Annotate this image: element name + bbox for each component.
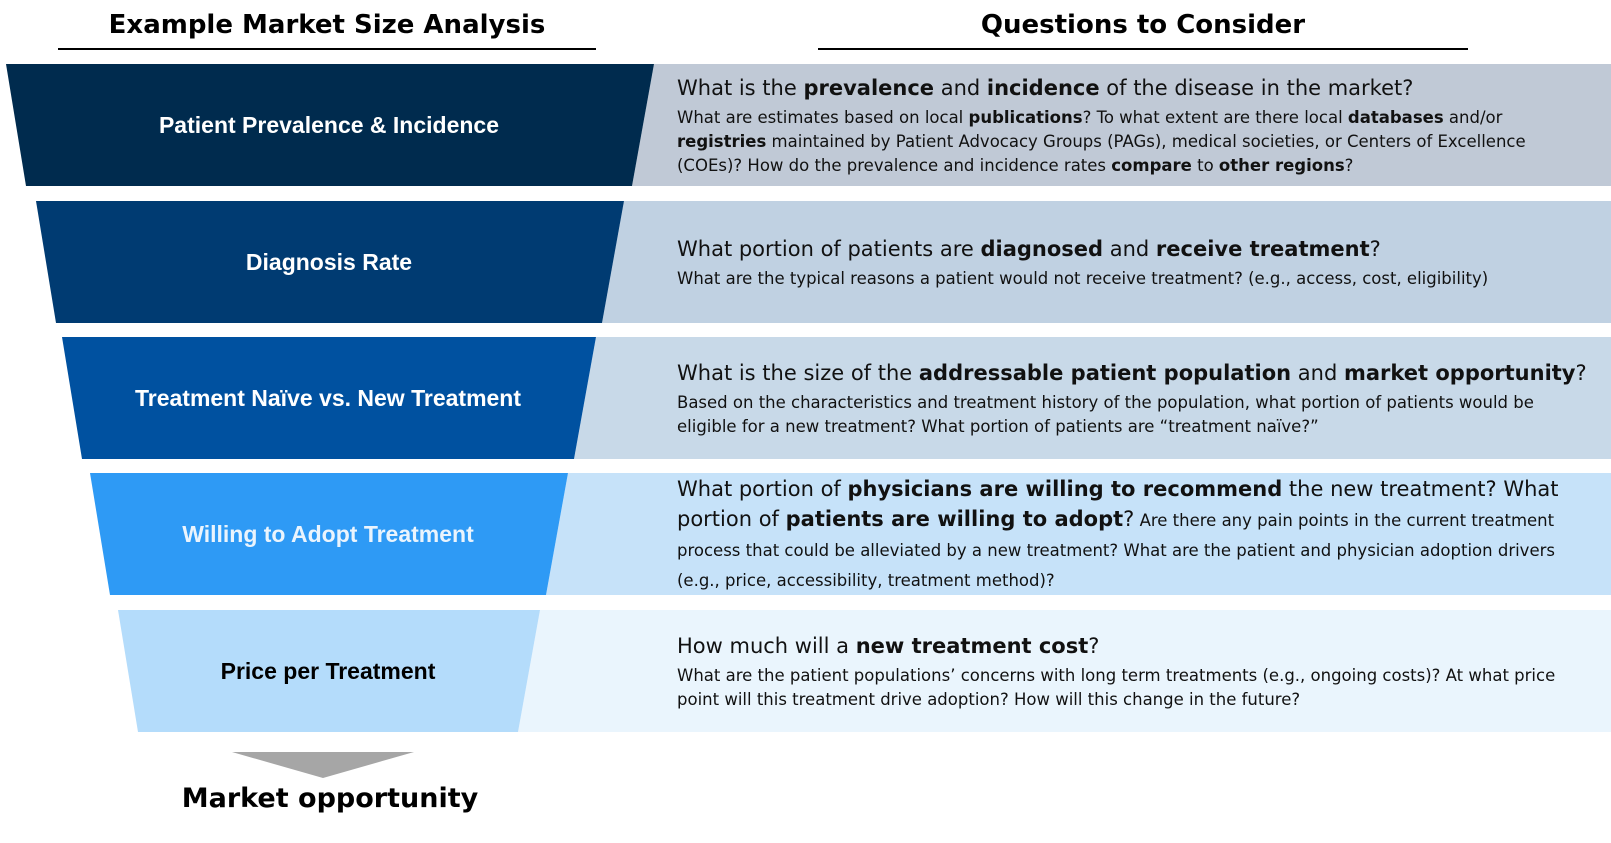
funnel-segment (36, 201, 624, 323)
question-panel (632, 64, 1611, 186)
stage-label: Price per Treatment (220, 657, 436, 684)
stage-questions: What portion of patients are diagnosed a… (677, 201, 1592, 323)
question-main: How much will a new treatment cost? (677, 633, 1100, 658)
stage-questions: What is the size of the addressable pati… (677, 337, 1592, 459)
question-main: What is the prevalence and incidence of … (677, 75, 1414, 100)
funnel-segment (118, 610, 540, 732)
question-panel (518, 610, 1611, 732)
funnel-segment (62, 337, 596, 459)
question-detail: What are estimates based on local public… (677, 107, 1526, 175)
funnel-segment (6, 64, 654, 186)
question-detail: Are there any pain points in the current… (677, 511, 1555, 590)
stage-questions: How much will a new treatment cost? What … (677, 610, 1592, 732)
stage-label: Patient Prevalence & Incidence (158, 111, 500, 138)
stage-label: Diagnosis Rate (245, 248, 413, 275)
question-main: What portion of physicians are willing t… (677, 477, 1559, 590)
question-panel (546, 473, 1611, 595)
market-opportunity-label: Market opportunity (181, 783, 479, 814)
question-main: What portion of patients are diagnosed a… (677, 236, 1381, 261)
question-detail: What are the patient populations’ concer… (677, 665, 1556, 709)
funnel-stage: Treatment Naïve vs. New Treatment What is… (0, 337, 1611, 459)
question-panel (574, 337, 1611, 459)
stage-questions: What portion of physicians are willing t… (677, 473, 1592, 595)
funnel-segment (90, 473, 568, 595)
stage-label: Treatment Naïve vs. New Treatment (134, 384, 522, 411)
questions-header: Questions to Consider (818, 2, 1468, 50)
funnel-stage: Willing to Adopt Treatment What portion o… (0, 473, 1611, 595)
analysis-header: Example Market Size Analysis (58, 2, 596, 50)
funnel-stage: Price per Treatment How much will a new t… (0, 610, 1611, 732)
stage-label: Willing to Adopt Treatment (182, 520, 474, 547)
funnel-stage: Diagnosis Rate What portion of patients a… (0, 201, 1611, 323)
funnel-stage: Patient Prevalence & Incidence What is th… (0, 64, 1611, 186)
question-panel (602, 201, 1611, 323)
question-main: What is the size of the addressable pati… (677, 360, 1587, 385)
stage-questions: What is the prevalence and incidence of … (677, 64, 1592, 186)
question-detail: Based on the characteristics and treatme… (677, 392, 1534, 436)
question-detail: What are the typical reasons a patient w… (677, 268, 1489, 288)
